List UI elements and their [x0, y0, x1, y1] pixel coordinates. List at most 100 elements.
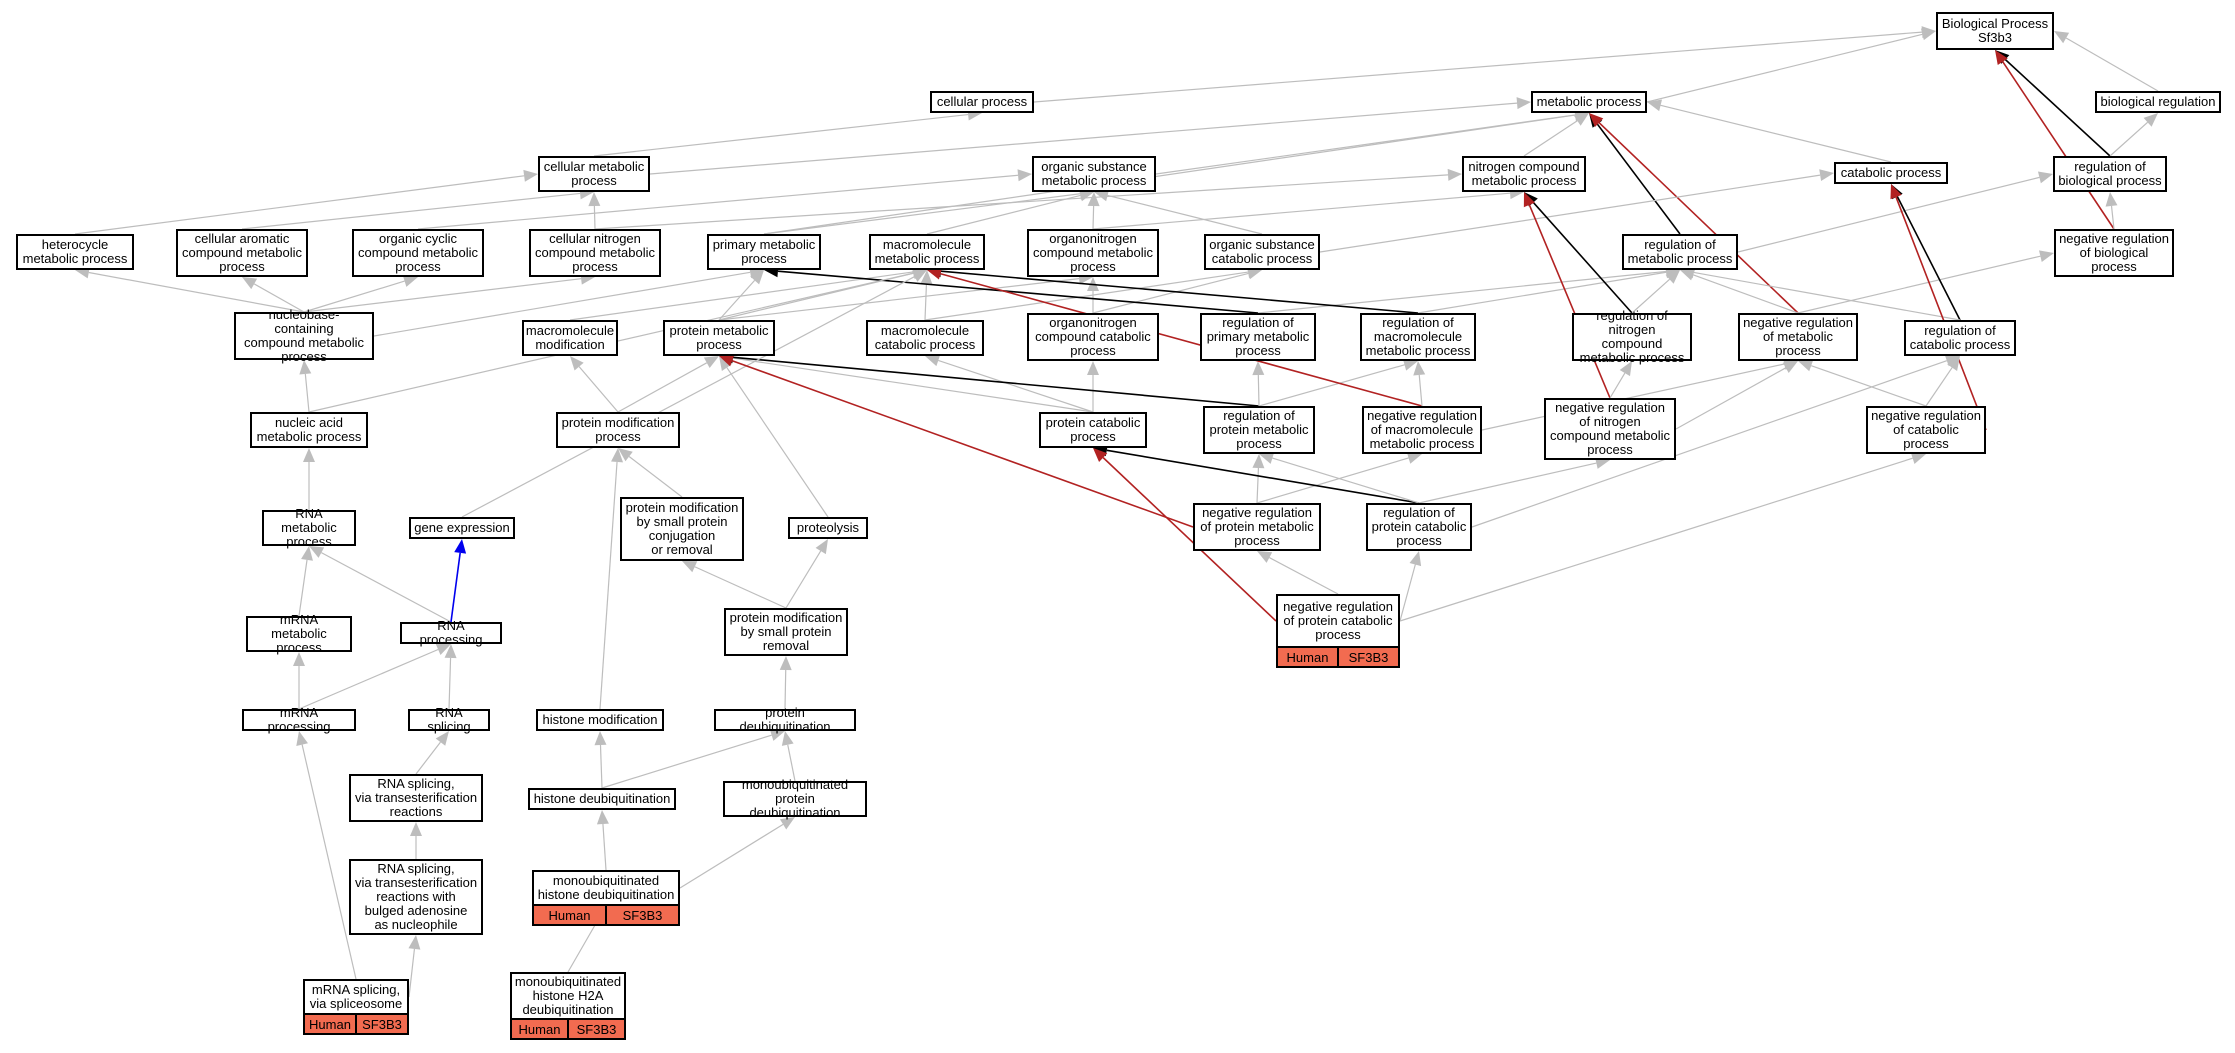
- arrowhead: [435, 731, 449, 746]
- go-term-neg-reg-catabolic[interactable]: negative regulation of catabolic process: [1866, 406, 1986, 454]
- edge-neg-reg-catabolic-to-reg-catabolic: [1925, 367, 1953, 407]
- go-term-neg-reg-biological[interactable]: negative regulation of biological proces…: [2054, 229, 2174, 277]
- annotation-mono-histone-deubiq: Human SF3B3: [532, 906, 680, 926]
- arrowhead: [815, 539, 828, 555]
- go-term-macromolecule-catabolic[interactable]: macromolecule catabolic process: [866, 320, 984, 356]
- arrowhead: [1409, 551, 1422, 567]
- go-term-protein-metabolic[interactable]: protein metabolic process: [663, 320, 775, 356]
- go-term-neg-reg-macromolecule[interactable]: negative regulation of macromolecule met…: [1362, 406, 1482, 454]
- go-term-protein-modification[interactable]: protein modification process: [556, 412, 680, 448]
- go-term-monoubiquitinated-protein[interactable]: monoubiquitinated protein deubiquitinati…: [723, 778, 867, 820]
- go-term-mrna-processing[interactable]: mRNA processing: [242, 706, 356, 734]
- go-term-neg-reg-nitrogen[interactable]: negative regulation of nitrogen compound…: [1544, 398, 1676, 460]
- go-term-primary-metabolic[interactable]: primary metabolic process: [707, 234, 821, 270]
- arrowhead: [1087, 192, 1100, 207]
- arrowhead: [309, 546, 325, 558]
- edge-cellular-process-to-bp: [1033, 31, 1923, 103]
- go-term-rna-processing[interactable]: RNA processing: [400, 619, 502, 647]
- arrowhead: [299, 360, 312, 375]
- annotation-species: Human: [548, 907, 591, 923]
- edge-neg-reg-protein-metabolic-to-reg-protein-metabolic: [1256, 467, 1260, 504]
- go-term-nucleic-acid[interactable]: nucleic acid metabolic process: [250, 412, 368, 448]
- go-term-catabolic-process[interactable]: catabolic process: [1834, 162, 1948, 184]
- go-term-reg-protein-catabolic[interactable]: regulation of protein catabolic process: [1366, 503, 1472, 551]
- go-term-mrna-splicing-spliceosome[interactable]: mRNA splicing, via spliceosome: [303, 979, 409, 1015]
- go-term-macromolecule-metabolic[interactable]: macromolecule metabolic process: [869, 234, 985, 270]
- edge-organonitrogen-catabolic-to-organic-substance-catabolic: [1092, 272, 1249, 314]
- edge-cellular-nitrogen-to-cellular-metabolic: [593, 205, 596, 230]
- edge-protein-mod-small-to-protein-modification: [628, 456, 683, 498]
- annotation-gene: SF3B3: [605, 906, 678, 924]
- go-term-mono-histone-h2a[interactable]: monoubiquitinated histone H2A deubiquiti…: [510, 972, 626, 1020]
- go-term-organonitrogen-catabolic[interactable]: organonitrogen compound catabolic proces…: [1027, 313, 1159, 361]
- go-term-reg-primary-metabolic[interactable]: regulation of primary metabolic process: [1200, 313, 1316, 361]
- go-term-bp[interactable]: Biological Process Sf3b3: [1936, 12, 2054, 50]
- edge-cellular-aromatic-to-cellular-metabolic: [241, 192, 581, 230]
- go-term-neg-reg-protein-catabolic[interactable]: negative regulation of protein catabolic…: [1276, 594, 1400, 648]
- go-term-regulation-metabolic[interactable]: regulation of metabolic process: [1622, 234, 1738, 270]
- go-term-cellular-process[interactable]: cellular process: [930, 91, 1034, 113]
- go-term-reg-nitrogen-compound[interactable]: regulation of nitrogen compound metaboli…: [1572, 309, 1692, 365]
- arrowhead: [1087, 361, 1099, 375]
- arrowhead: [410, 822, 422, 836]
- go-term-cellular-aromatic[interactable]: cellular aromatic compound metabolic pro…: [176, 229, 308, 277]
- go-term-protein-mod-removal[interactable]: protein modification by small protein re…: [724, 608, 848, 656]
- arrowhead: [1647, 99, 1663, 112]
- arrowhead: [925, 354, 941, 367]
- go-term-organic-cyclic[interactable]: organic cyclic compound metabolic proces…: [352, 229, 484, 277]
- edge-proteolysis-to-protein-metabolic: [726, 367, 829, 518]
- go-term-cellular-nitrogen[interactable]: cellular nitrogen compound metabolic pro…: [529, 229, 661, 277]
- arrowhead: [596, 810, 609, 825]
- edge-protein-catabolic-to-macromolecule-catabolic: [938, 359, 1094, 413]
- arrowhead: [1017, 169, 1032, 182]
- go-term-rna-splicing-bulged[interactable]: RNA splicing, via transesterification re…: [349, 859, 483, 935]
- go-term-neg-reg-protein-metabolic[interactable]: negative regulation of protein metabolic…: [1193, 503, 1321, 551]
- edge-nucleobase-to-heterocycle: [88, 271, 305, 313]
- go-term-rna-splicing-trans[interactable]: RNA splicing, via transesterification re…: [349, 774, 483, 822]
- edge-macromolecule-metabolic-to-organic-substance-metabolic: [926, 194, 1081, 235]
- arrowhead: [779, 817, 795, 830]
- go-term-gene-expression[interactable]: gene expression: [409, 517, 515, 539]
- go-term-organic-substance-catabolic[interactable]: organic substance catabolic process: [1204, 234, 1320, 270]
- go-term-rna-metabolic[interactable]: RNA metabolic process: [262, 507, 356, 549]
- go-term-cellular-metabolic[interactable]: cellular metabolic process: [538, 156, 650, 192]
- annotation-gene: SF3B3: [567, 1020, 624, 1038]
- arrowhead: [1252, 454, 1265, 469]
- arrowhead: [242, 277, 258, 290]
- go-term-organic-substance-metabolic[interactable]: organic substance metabolic process: [1032, 156, 1156, 192]
- edge-cellular-metabolic-to-metabolic-process: [649, 102, 1518, 175]
- go-term-mrna-metabolic[interactable]: mRNA metabolic process: [246, 613, 352, 655]
- go-term-histone-modification[interactable]: histone modification: [536, 709, 664, 731]
- go-term-macromolecule-modification[interactable]: macromolecule modification: [522, 320, 618, 356]
- edge-neg-reg-metabolic-to-regulation-metabolic: [1692, 274, 1799, 314]
- edge-regulation-metabolic-to-metabolic-process: [1596, 123, 1681, 235]
- arrowhead: [1910, 452, 1926, 464]
- go-term-proteolysis[interactable]: proteolysis: [788, 517, 868, 539]
- arrowhead: [750, 270, 764, 285]
- arrowhead: [1078, 189, 1094, 202]
- edge-nucleobase-to-organic-cyclic: [303, 280, 405, 313]
- go-term-protein-mod-small[interactable]: protein modification by small protein co…: [620, 497, 744, 561]
- go-term-regulation-biological[interactable]: regulation of biological process: [2053, 156, 2167, 192]
- go-term-neg-reg-metabolic[interactable]: negative regulation of metabolic process: [1738, 313, 1858, 361]
- go-term-organonitrogen-metabolic[interactable]: organonitrogen compound metabolic proces…: [1027, 229, 1159, 277]
- go-term-reg-macromolecule-metabolic[interactable]: regulation of macromolecule metabolic pr…: [1360, 313, 1476, 361]
- edge-mono-histone-h2a-to-mono-histone-deubiq: [567, 917, 600, 973]
- go-term-mono-histone-deubiq[interactable]: monoubiquitinated histone deubiquitinati…: [532, 870, 680, 906]
- go-term-nitrogen-compound-metabolic[interactable]: nitrogen compound metabolic process: [1462, 156, 1586, 192]
- go-term-reg-protein-metabolic[interactable]: regulation of protein metabolic process: [1203, 406, 1315, 454]
- go-term-protein-catabolic[interactable]: protein catabolic process: [1039, 412, 1147, 448]
- go-term-metabolic-process[interactable]: metabolic process: [1531, 91, 1647, 113]
- arrowhead: [1259, 452, 1275, 464]
- arrowhead: [1523, 192, 1535, 208]
- edge-neg-reg-biological-to-regulation-biological: [2110, 205, 2115, 230]
- go-term-histone-deubiquitination[interactable]: histone deubiquitination: [528, 788, 676, 810]
- go-term-reg-catabolic[interactable]: regulation of catabolic process: [1904, 320, 2016, 356]
- go-term-rna-splicing[interactable]: RNA splicing: [408, 706, 490, 734]
- edge-neg-reg-protein-metabolic-to-neg-reg-macromolecule: [1256, 457, 1409, 504]
- go-term-nucleobase[interactable]: nucleobase-containing compound metabolic…: [234, 308, 374, 364]
- go-term-protein-deubiquitination[interactable]: protein deubiquitination: [714, 706, 856, 734]
- go-term-heterocycle[interactable]: heterocycle metabolic process: [16, 234, 134, 270]
- go-term-biological-regulation[interactable]: biological regulation: [2095, 91, 2221, 113]
